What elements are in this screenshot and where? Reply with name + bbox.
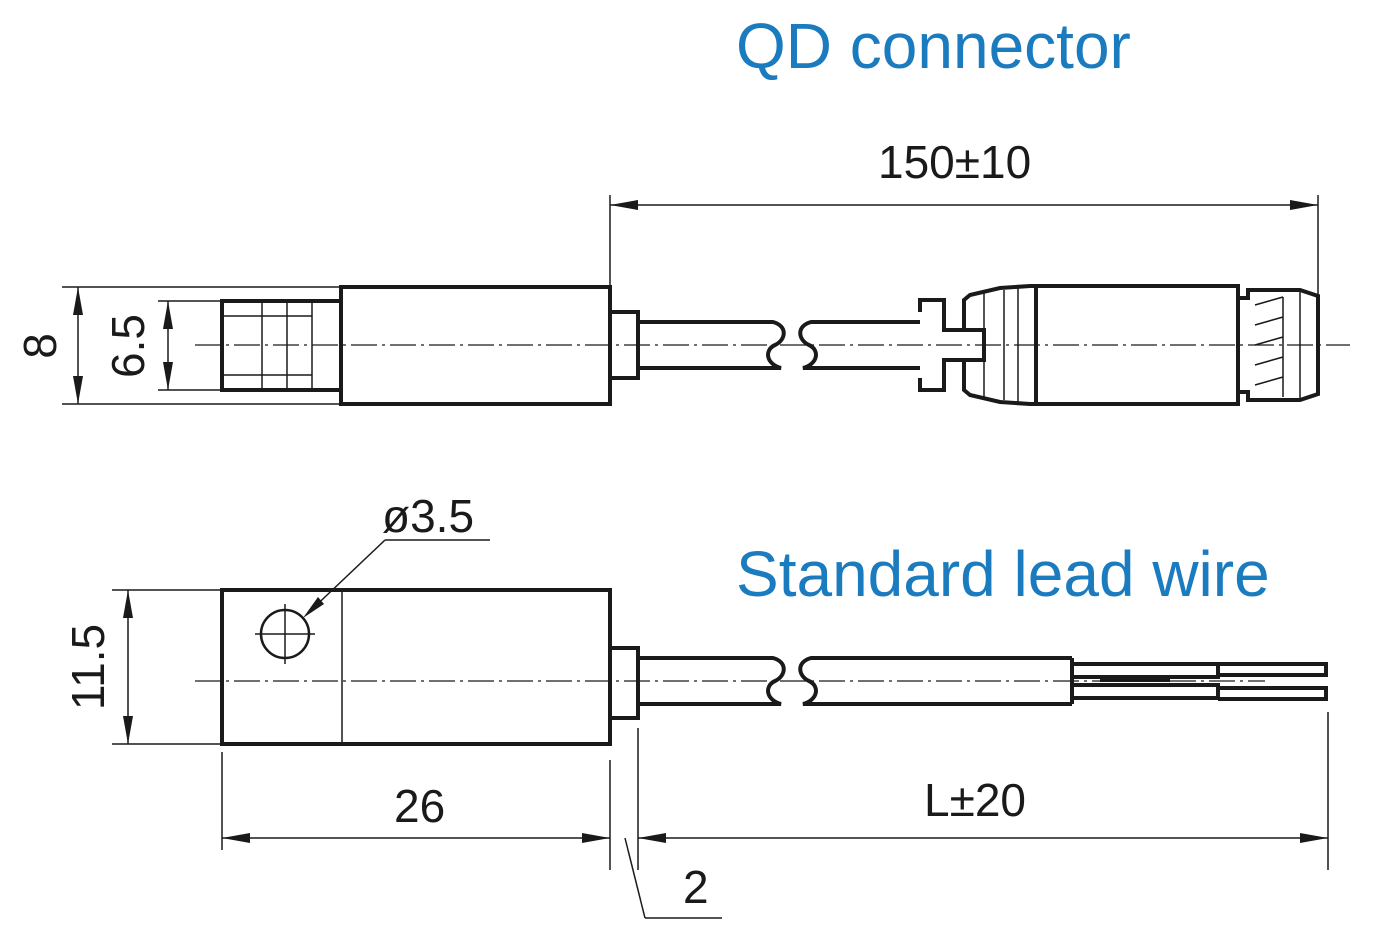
qd-connector-thread [1236,288,1320,402]
dim-arrow [123,590,133,618]
dim-arrow [73,287,83,315]
qd-cable-left [638,320,786,370]
lead-wire-insulation [1072,683,1220,700]
qd-sensor-front [220,299,341,392]
lead-cable-left [638,656,786,706]
lead-wire-insulation [1072,662,1220,679]
dim-arrow [638,833,666,843]
lead-wire-conductor [1218,662,1328,677]
dim-label-11-5: 11.5 [62,624,114,710]
dim-arrow [222,833,250,843]
dim-label-8: 8 [14,333,66,359]
dim-label-l: L±20 [924,774,1026,826]
lead-wire-conductor [1218,686,1328,701]
qd-cable-right [798,320,920,370]
lead-sensor-body [220,588,612,746]
qd-connector-groove [964,328,986,362]
dim-arrow [163,362,173,390]
dim-label-150: 150±10 [878,136,1031,188]
dim-arrow [610,200,638,210]
hole-leader-arrow [303,597,324,618]
dim-label-2: 2 [683,861,709,913]
lead-cable-right [798,656,1072,706]
standard-lead-wire-view: ø3.5 11.5 26 L±20 [62,490,1329,919]
dim-arrow [73,376,83,404]
dim-arrow [582,833,610,843]
dim-label-26: 26 [394,780,445,832]
dim-label-hole: ø3.5 [382,490,474,542]
title-qd-connector: QD connector [736,10,1131,82]
qd-thread-lines [1254,290,1301,400]
dim-arrow [1300,833,1328,843]
qd-cable-gland [608,310,640,380]
lead-cable-gland [608,646,640,720]
dim-label-6-5: 6.5 [102,314,154,378]
dim-arrow [1290,200,1318,210]
qd-connector-view: 150±10 8 6.5 [14,136,1350,406]
title-standard-lead-wire: Standard lead wire [736,538,1270,610]
dim-arrow [163,301,173,329]
dim-arrow [123,716,133,744]
dim-leader-2 [624,837,646,919]
